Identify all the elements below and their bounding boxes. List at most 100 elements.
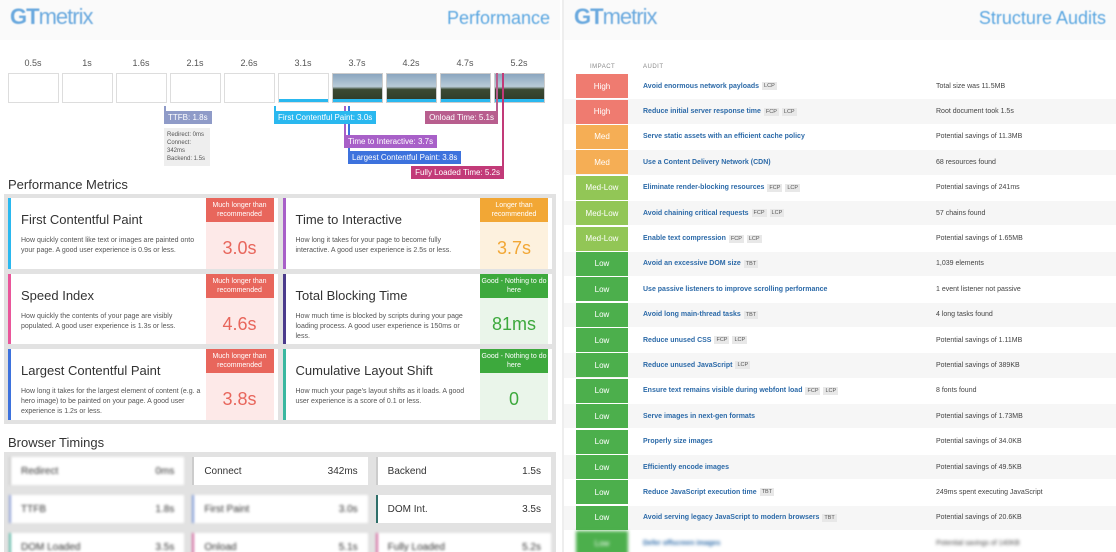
audit-name[interactable]: Avoid enormous network payloads: [643, 82, 760, 90]
metric-grade-label: Much longer than recommended: [205, 273, 274, 298]
audit-name[interactable]: Properly size images: [643, 438, 713, 446]
audit-name-link[interactable]: Serve static assets with an efficient ca…: [643, 133, 936, 140]
metrics-heading: Performance Metrics: [8, 177, 128, 192]
filmstrip-frame[interactable]: [278, 73, 329, 103]
impact-badge: Low: [576, 378, 628, 403]
frame-progress-bar: [441, 99, 490, 102]
audit-name[interactable]: Avoid long main-thread tasks: [643, 311, 741, 319]
audit-name[interactable]: Use passive listeners to improve scrolli…: [643, 285, 828, 293]
time-tick: 1s: [82, 58, 92, 68]
metric-grade-label: Good - Nothing to do here: [480, 349, 548, 374]
metric-description: How much your page's layout shifts as it…: [295, 388, 465, 406]
audit-name-link[interactable]: Serve images in next-gen formats: [643, 413, 936, 420]
metric-description: How quickly content like text or images …: [21, 237, 195, 254]
audit-name-link[interactable]: Use a Content Delivery Network (CDN): [643, 159, 936, 166]
audit-name-link[interactable]: Properly size images: [643, 438, 936, 445]
audit-name[interactable]: Reduce unused CSS: [643, 336, 712, 344]
audit-result: 249ms spent executing JavaScript: [936, 488, 1043, 496]
audit-name[interactable]: Avoid an excessive DOM size: [643, 260, 741, 268]
audit-name[interactable]: Reduce JavaScript execution time: [643, 488, 757, 496]
filmstrip-frame[interactable]: [332, 73, 383, 103]
audit-name-link[interactable]: Use passive listeners to improve scrolli…: [643, 286, 936, 293]
metric-tag: TBT: [743, 259, 759, 268]
audit-name[interactable]: Eliminate render-blocking resources: [643, 184, 765, 192]
filmstrip-frame[interactable]: [224, 73, 275, 103]
audit-name[interactable]: Enable text compression: [643, 235, 726, 243]
audit-name[interactable]: Ensure text remains visible during webfo…: [643, 387, 803, 395]
metric-tag: LCP: [785, 183, 801, 192]
filmstrip-frame[interactable]: [8, 73, 59, 103]
frame-progress-bar: [495, 99, 544, 102]
audit-name-link[interactable]: Defer offscreen images: [643, 540, 936, 547]
timing-label: Connect: [204, 465, 242, 477]
audit-name[interactable]: Reduce unused JavaScript: [643, 361, 733, 369]
filmstrip-frame[interactable]: [116, 73, 167, 103]
audit-name[interactable]: Efficiently encode images: [643, 463, 729, 471]
filmstrip-frame[interactable]: [386, 73, 437, 103]
audit-name-link[interactable]: Avoid serving legacy JavaScript to moder…: [643, 513, 936, 522]
audit-name[interactable]: Use a Content Delivery Network (CDN): [643, 158, 771, 166]
audit-name-link[interactable]: Efficiently encode images: [643, 464, 936, 471]
audit-result: 8 fonts found: [936, 387, 977, 395]
audit-name[interactable]: Serve static assets with an efficient ca…: [643, 133, 805, 141]
filmstrip-frame[interactable]: [170, 73, 221, 103]
audit-name[interactable]: Reduce initial server response time: [643, 108, 761, 116]
audit-name[interactable]: Defer offscreen images: [643, 539, 721, 547]
audit-result: Potential savings of 1.11MB: [936, 336, 1023, 344]
audit-name[interactable]: Avoid serving legacy JavaScript to moder…: [643, 514, 820, 522]
audit-row[interactable]: Low Ensure text remains visible during we…: [564, 378, 1116, 405]
time-tick: 2.1s: [186, 58, 204, 68]
audit-name-link[interactable]: Ensure text remains visible during webfo…: [643, 386, 936, 395]
ttfb-marker: TTFB: 1.8s: [164, 111, 212, 124]
metric-description: How much time is blocked by scripts duri…: [295, 312, 463, 340]
frame-progress-bar: [387, 99, 436, 102]
filmstrip-frame[interactable]: [440, 73, 491, 103]
audit-name[interactable]: Serve images in next-gen formats: [643, 412, 756, 420]
audit-result: Potential savings of 1.65MB: [936, 235, 1023, 243]
metric-tag: LCP: [735, 361, 751, 370]
timing-value: 1.8s: [155, 503, 175, 515]
metric-description: How long it takes for the largest elemen…: [21, 388, 201, 416]
metric-tag: LCP: [781, 107, 797, 116]
audit-name[interactable]: Avoid chaining critical requests: [643, 209, 749, 217]
filmstrip-frame[interactable]: [62, 73, 113, 103]
metric-tag: FCP: [728, 234, 744, 243]
metric-tag: LCP: [732, 336, 748, 345]
